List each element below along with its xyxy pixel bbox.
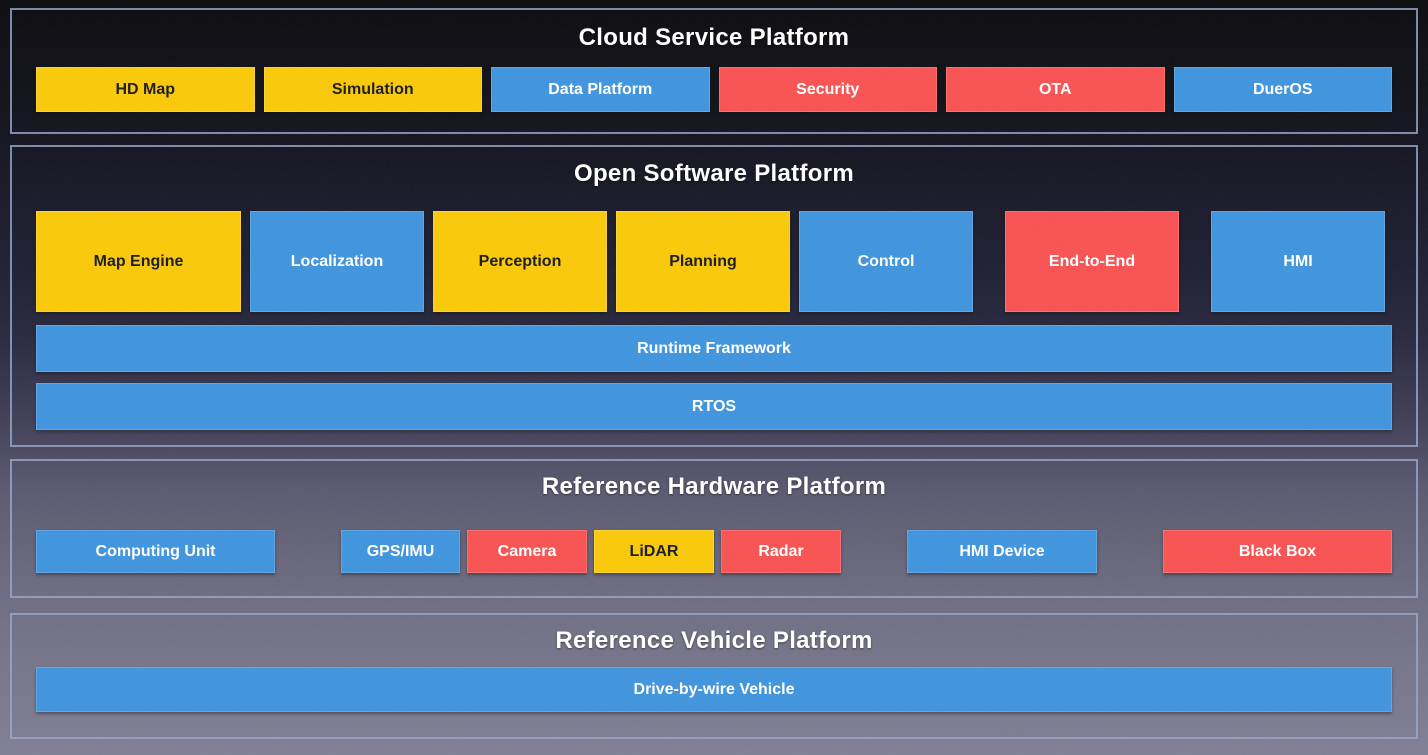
section-title-reference-hardware-platform: Reference Hardware Platform [541, 473, 887, 500]
block-planning: Planning [616, 211, 790, 312]
block-hmi-device: HMI Device [907, 530, 1097, 573]
block-drive-by-wire-vehicle: Drive-by-wire Vehicle [36, 667, 1392, 712]
reference-vehicle-platform-section: Reference Vehicle Platform Drive-by-wire… [10, 613, 1418, 739]
block-black-box: Black Box [1163, 530, 1392, 573]
block-end-to-end: End-to-End [1005, 211, 1179, 312]
section-title-cloud-service-platform: Cloud Service Platform [578, 24, 850, 51]
block-localization: Localization [250, 211, 424, 312]
block-camera: Camera [467, 530, 587, 573]
hardware-row: Computing Unit GPS/IMU Camera LiDAR Rada… [36, 530, 1392, 573]
block-lidar: LiDAR [594, 530, 714, 573]
block-runtime-framework: Runtime Framework [36, 325, 1392, 372]
section-title-open-software-platform: Open Software Platform [574, 160, 854, 187]
block-computing-unit: Computing Unit [36, 530, 275, 573]
section-title-reference-vehicle-platform: Reference Vehicle Platform [555, 627, 873, 654]
block-dueros: DuerOS [1173, 67, 1392, 112]
block-gps-imu: GPS/IMU [341, 530, 460, 573]
software-modules-row: Map Engine Localization Perception Plann… [36, 211, 1392, 312]
block-hmi: HMI [1211, 211, 1385, 312]
block-ota: OTA [946, 67, 1165, 112]
cloud-services-row: HD Map Simulation Data Platform Security… [36, 67, 1392, 112]
block-hd-map: HD Map [36, 67, 255, 112]
vehicle-row: Drive-by-wire Vehicle [36, 667, 1392, 712]
runtime-framework-row: Runtime Framework [36, 325, 1392, 372]
open-software-platform-section: Open Software Platform Map Engine Locali… [10, 145, 1418, 447]
block-security: Security [718, 67, 937, 112]
cloud-service-platform-section: Cloud Service Platform HD Map Simulation… [10, 8, 1418, 134]
block-rtos: RTOS [36, 383, 1392, 430]
block-simulation: Simulation [263, 67, 482, 112]
rtos-row: RTOS [36, 383, 1392, 430]
block-control: Control [799, 211, 973, 312]
block-data-platform: Data Platform [491, 67, 710, 112]
block-map-engine: Map Engine [36, 211, 241, 312]
block-perception: Perception [433, 211, 607, 312]
reference-hardware-platform-section: Reference Hardware Platform Computing Un… [10, 459, 1418, 598]
sensor-group: GPS/IMU Camera LiDAR Radar [341, 530, 841, 573]
block-radar: Radar [721, 530, 841, 573]
